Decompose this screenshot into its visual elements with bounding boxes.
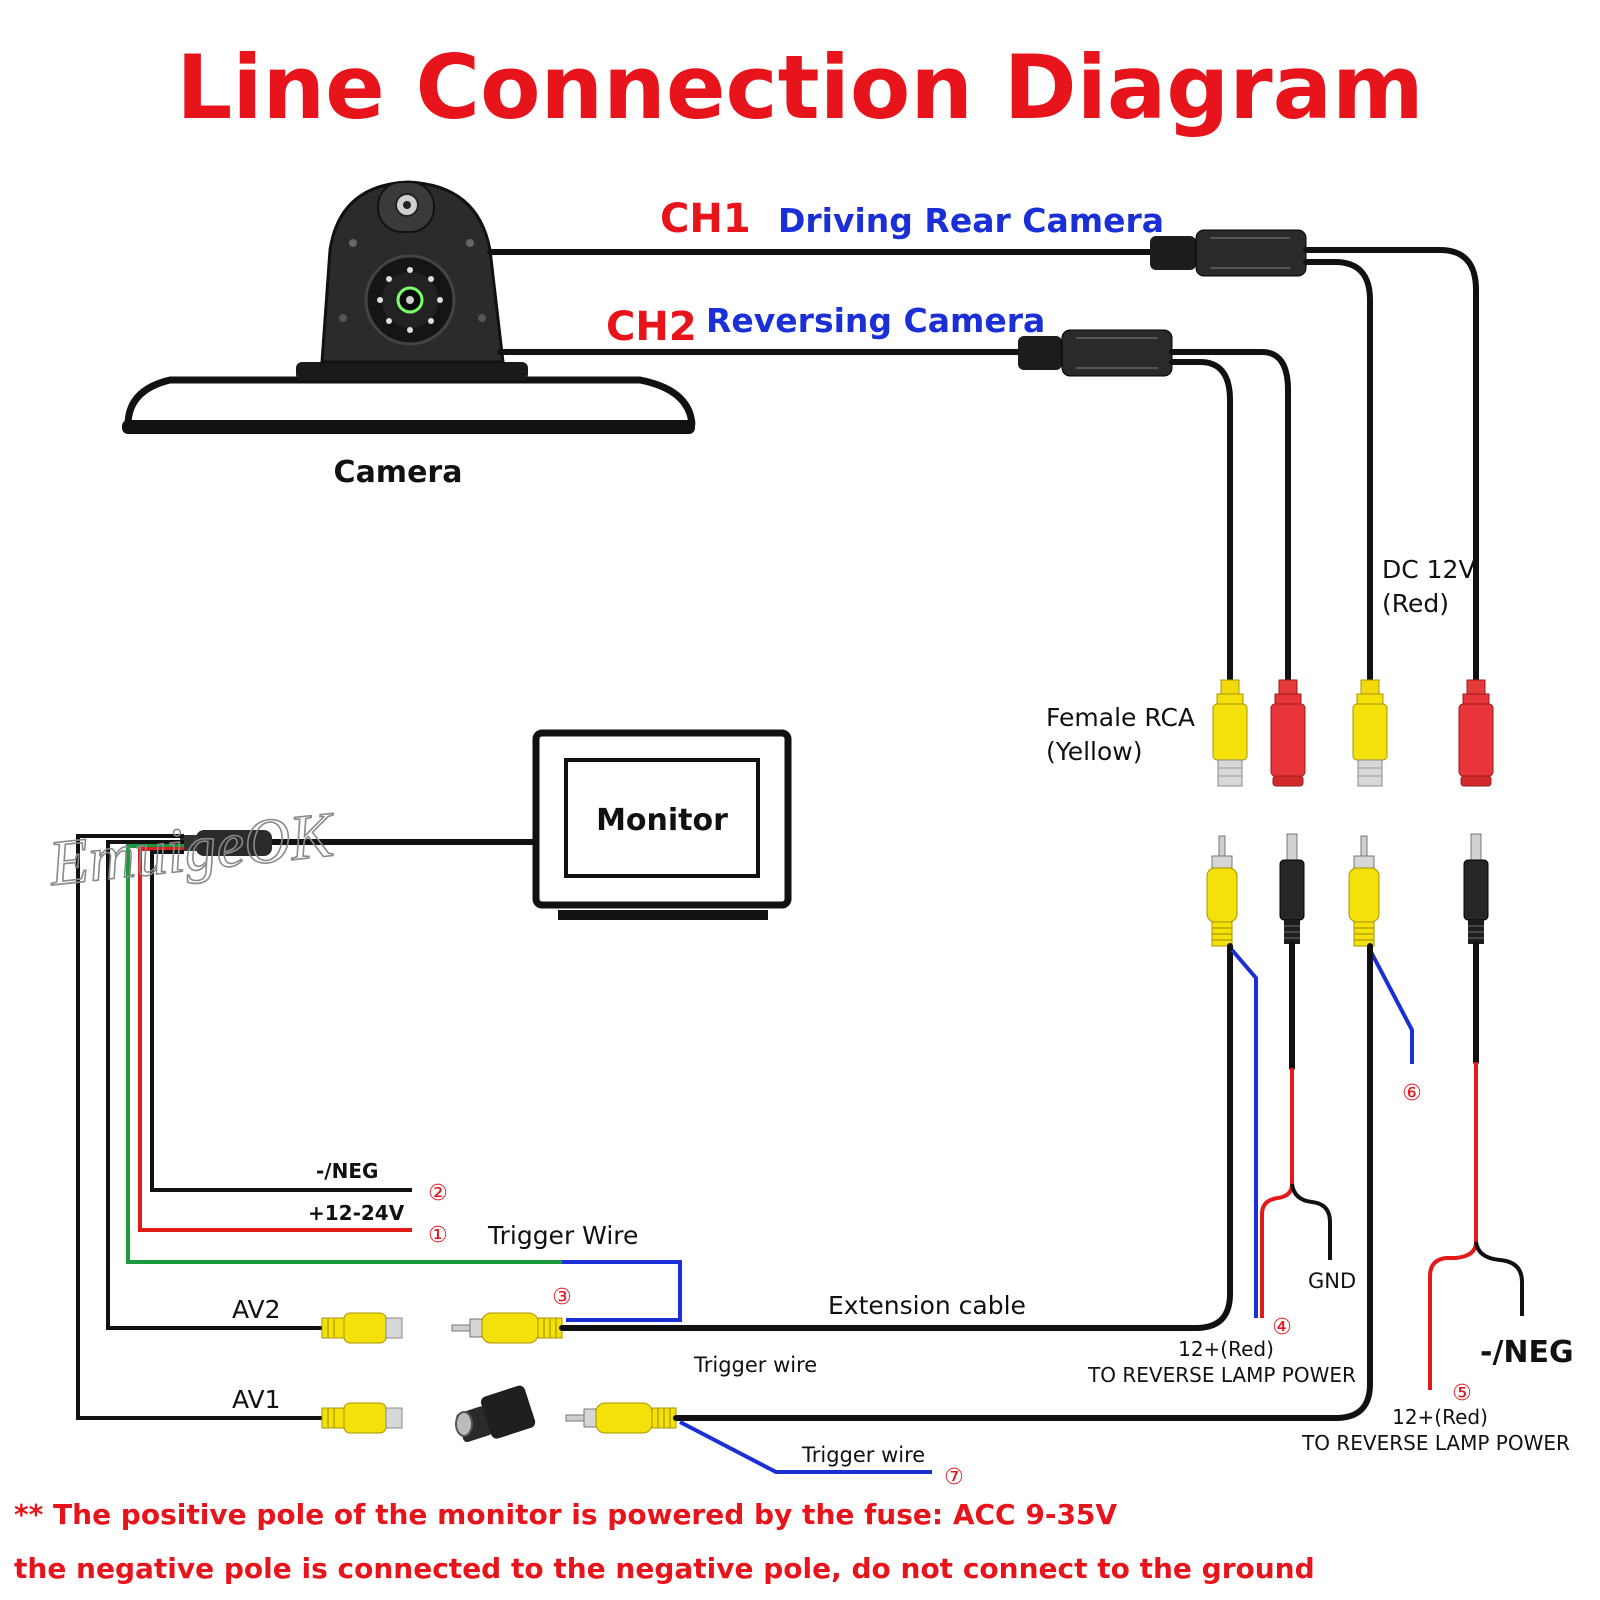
trigger-wire-label-2: Trigger wire bbox=[801, 1443, 925, 1467]
male-dc-black-ch1 bbox=[1463, 833, 1489, 945]
av2-label: AV2 bbox=[232, 1295, 281, 1324]
marker-2: ② bbox=[428, 1181, 448, 1206]
ch2-connector bbox=[1018, 329, 1173, 377]
marker-7: ⑦ bbox=[944, 1465, 964, 1490]
ch1-name: Driving Rear Camera bbox=[778, 201, 1164, 240]
trigger-wire-blue-link bbox=[562, 1260, 682, 1322]
power-wire-red bbox=[138, 847, 412, 1232]
male-rca-yellow-ch1 bbox=[1348, 835, 1380, 947]
marker-3: ③ bbox=[552, 1285, 572, 1310]
marker-4: ④ bbox=[1272, 1315, 1292, 1340]
female-rca-yellow-ch2 bbox=[1212, 679, 1248, 787]
note-line-2: the negative pole is connected to the ne… bbox=[14, 1552, 1315, 1585]
monitor-icon bbox=[532, 729, 792, 920]
female-rca-label-line2: (Yellow) bbox=[1046, 737, 1142, 766]
marker-1: ① bbox=[428, 1223, 448, 1248]
monitor-label: Monitor bbox=[596, 803, 728, 838]
av2-wire bbox=[106, 840, 322, 1330]
marker-5: ⑤ bbox=[1452, 1381, 1472, 1406]
extension-cable-label: Extension cable bbox=[828, 1291, 1026, 1320]
gnd-wire bbox=[1290, 1183, 1332, 1260]
trigger-wire-label-1: Trigger wire bbox=[693, 1353, 817, 1377]
av2-female-rca bbox=[321, 1312, 403, 1344]
power5-line2: TO REVERSE LAMP POWER bbox=[1301, 1431, 1570, 1455]
extension-cable-ch2 bbox=[559, 943, 1233, 1331]
ch1-neg-wire bbox=[1474, 1241, 1524, 1316]
neg-label: -/NEG bbox=[316, 1159, 378, 1183]
ch2-video-wire bbox=[1169, 359, 1233, 683]
rca-coupler-icon bbox=[455, 1385, 536, 1443]
female-rca-label-line1: Female RCA bbox=[1046, 703, 1195, 732]
male-dc-black-ch2 bbox=[1279, 833, 1305, 945]
ch1-dc-red-lower bbox=[1428, 1062, 1478, 1390]
av1-wire bbox=[76, 834, 322, 1420]
female-dc-red-ch2 bbox=[1270, 679, 1306, 787]
trigger-wire-blue-7 bbox=[679, 1420, 932, 1474]
ch2-dc-red-lower bbox=[1260, 1068, 1294, 1318]
pos-label: +12-24V bbox=[308, 1201, 405, 1225]
marker-6: ⑥ bbox=[1402, 1081, 1422, 1106]
diagram-title: Line Connection Diagram bbox=[176, 36, 1423, 139]
harness-plug bbox=[180, 830, 272, 856]
dc12v-label-line2: (Red) bbox=[1382, 589, 1449, 618]
av2-male-rca bbox=[451, 1312, 563, 1344]
av1-female-rca bbox=[321, 1402, 403, 1434]
female-rca-yellow-ch1 bbox=[1352, 679, 1388, 787]
power5-line1: 12+(Red) bbox=[1392, 1405, 1488, 1429]
power4-line2: TO REVERSE LAMP POWER bbox=[1087, 1363, 1356, 1387]
dc12v-label-line1: DC 12V bbox=[1382, 555, 1476, 584]
neg-right-label: -/NEG bbox=[1480, 1335, 1574, 1370]
ch1-trigger-blue bbox=[1368, 949, 1414, 1064]
note-line-1: ** The positive pole of the monitor is p… bbox=[14, 1498, 1117, 1531]
neg-wire-black bbox=[150, 850, 412, 1192]
extension-cable-ch1 bbox=[673, 943, 1373, 1421]
av1-male-rca bbox=[565, 1402, 677, 1434]
ch2-trigger-blue bbox=[1230, 948, 1258, 1318]
ch1-video-wire bbox=[1303, 259, 1373, 683]
ch2-label: CH2 bbox=[606, 304, 697, 350]
power4-line1: 12+(Red) bbox=[1178, 1337, 1274, 1361]
gnd-label: GND bbox=[1308, 1269, 1356, 1293]
ch2-name: Reversing Camera bbox=[706, 301, 1045, 340]
camera-label: Camera bbox=[334, 455, 463, 490]
trigger-wire-green bbox=[126, 844, 562, 1264]
ch2-power-wire bbox=[1169, 349, 1291, 683]
trigger-wire-title: Trigger Wire bbox=[487, 1221, 638, 1250]
male-rca-yellow-ch2 bbox=[1206, 835, 1238, 947]
ch1-label: CH1 bbox=[660, 196, 751, 242]
female-dc-red-ch1 bbox=[1458, 679, 1494, 787]
ch1-power-wire bbox=[1303, 247, 1479, 683]
ch1-connector bbox=[1150, 229, 1307, 277]
camera-icon bbox=[122, 180, 696, 434]
av1-label: AV1 bbox=[232, 1385, 281, 1414]
watermark-text: EmuigeOK bbox=[45, 798, 340, 899]
